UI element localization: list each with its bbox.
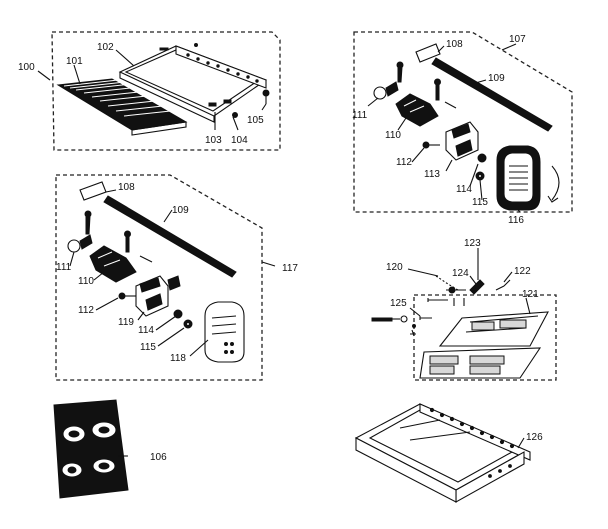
callout-115-top: 115 xyxy=(472,197,488,208)
assembly-107-boundary xyxy=(353,31,573,213)
assembly-107 xyxy=(353,31,573,213)
part-113-bracket xyxy=(445,121,479,161)
assembly-117-boundary xyxy=(55,174,263,381)
assembly-100-boundary xyxy=(51,31,281,151)
callout-114-mid: 114 xyxy=(138,325,154,336)
callout-124: 124 xyxy=(452,268,469,279)
part-108-knob-insert-b xyxy=(79,181,107,201)
callout-123: 123 xyxy=(464,238,481,249)
parts-123-124-122-125-hardware xyxy=(371,279,511,328)
callout-126: 126 xyxy=(526,432,543,443)
part-118-timer-cover xyxy=(204,301,245,363)
callout-110-mid: 110 xyxy=(78,276,94,287)
part-102-top-panel xyxy=(118,43,268,123)
parts-114-115-nuts-b xyxy=(173,309,193,329)
assembly-117 xyxy=(55,174,263,381)
callout-112-top: 112 xyxy=(396,157,412,168)
part-108-knob-insert xyxy=(415,43,441,63)
callout-117: 117 xyxy=(282,263,298,274)
callout-116: 116 xyxy=(508,215,524,226)
callout-101: 101 xyxy=(66,56,83,67)
part-109-control-rod xyxy=(431,57,553,132)
assembly-120 xyxy=(371,275,557,381)
callout-115-mid: 115 xyxy=(140,342,156,353)
callout-112-mid: 112 xyxy=(78,305,94,316)
callout-109-top: 109 xyxy=(488,73,505,84)
callout-106: 106 xyxy=(150,452,167,463)
part-111-knob xyxy=(373,61,404,100)
part-126-console xyxy=(354,403,531,503)
callout-100: 100 xyxy=(18,62,35,73)
callout-108-top: 108 xyxy=(446,39,463,50)
screws-103-104-105 xyxy=(208,89,270,118)
part-101-trim-strip xyxy=(56,78,188,136)
callout-102: 102 xyxy=(97,42,114,53)
callout-125: 125 xyxy=(390,298,407,309)
callout-extra-marks xyxy=(410,329,416,337)
callout-110-top: 110 xyxy=(385,130,401,141)
callout-labels: 100 101 102 103 104 105 108 107 109 111 … xyxy=(18,34,543,463)
callout-107: 107 xyxy=(509,34,526,45)
part-119-bracket xyxy=(135,275,181,317)
part-112-screw-b xyxy=(118,292,136,300)
part-110-switch-bracket-b xyxy=(89,230,153,283)
callout-111-mid: 111 xyxy=(56,262,72,273)
callout-103: 103 xyxy=(205,135,222,146)
callout-114-top: 114 xyxy=(456,184,472,195)
part-116-timer xyxy=(496,145,560,211)
callout-118: 118 xyxy=(170,353,186,364)
callout-105: 105 xyxy=(247,115,264,126)
assembly-100 xyxy=(51,31,281,151)
part-112-screw xyxy=(422,141,440,149)
callout-111-top: 111 xyxy=(352,110,368,121)
assembly-120-boundary xyxy=(413,294,557,381)
callout-108-mid: 108 xyxy=(118,182,135,193)
callout-104: 104 xyxy=(231,135,248,146)
callout-113: 113 xyxy=(424,169,440,180)
callout-121: 121 xyxy=(522,289,539,300)
callout-109-mid: 109 xyxy=(172,205,189,216)
callout-122: 122 xyxy=(514,266,531,277)
part-109-control-rod-b xyxy=(103,195,237,278)
part-110-switch-bracket xyxy=(395,78,457,127)
part-111-knob-b xyxy=(67,210,93,253)
leader-lines xyxy=(37,43,531,457)
tray-lower-grid xyxy=(419,347,542,379)
callout-120: 120 xyxy=(386,262,403,273)
callout-119: 119 xyxy=(118,317,134,328)
part-121-drip-tray xyxy=(438,311,549,347)
parts-114-115-nuts xyxy=(475,153,487,181)
part-106-manual-booklet xyxy=(53,399,129,499)
